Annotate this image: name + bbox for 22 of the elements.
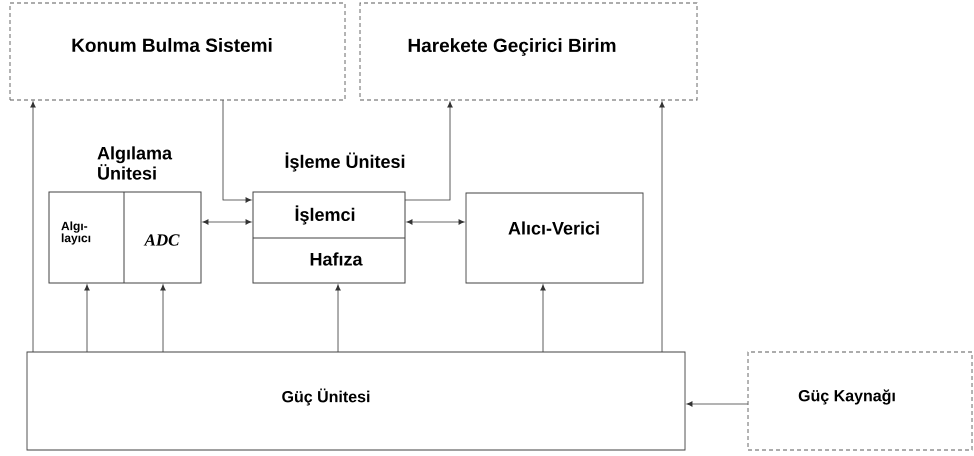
- transceiver-box: Alıcı-Verici: [466, 192, 644, 284]
- power-source-box: Güç Kaynağı: [748, 352, 972, 450]
- arrow: [335, 284, 341, 352]
- arrow: [540, 284, 546, 352]
- processor-cell: İşlemci: [252, 192, 406, 238]
- arrow: [84, 284, 90, 352]
- arrow: [659, 102, 665, 352]
- power-unit-box: Güç Ünitesi: [26, 352, 686, 450]
- converter-cell: ADC: [124, 192, 202, 284]
- system-box: Konum Bulma Sistemi: [10, 2, 346, 100]
- arrow: [30, 102, 36, 352]
- arrow: [202, 219, 252, 225]
- arrow: [405, 102, 453, 200]
- arrow: [406, 219, 464, 225]
- memory-cell: Hafıza: [252, 238, 406, 284]
- arrow: [222, 100, 252, 203]
- node-label: Algılama Ünitesi: [97, 146, 172, 180]
- node-label: İşleme Ünitesi: [286, 152, 404, 172]
- sensor-cell: Algı- layıcı: [48, 192, 124, 284]
- system-box: Harekete Geçirici Birim: [360, 2, 698, 100]
- arrow: [686, 401, 748, 407]
- arrow: [160, 284, 166, 352]
